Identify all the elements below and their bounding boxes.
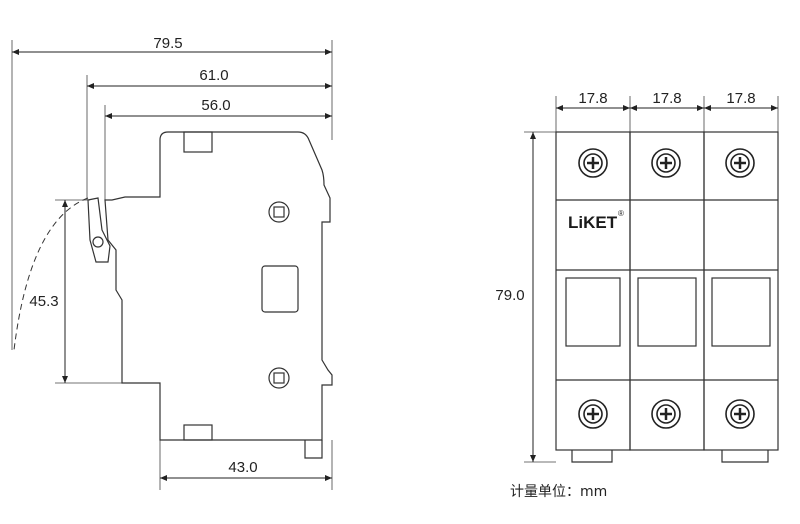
side-foot [304, 440, 323, 459]
terminal-screw-icon [725, 148, 755, 178]
dim-bottom-width-label: 43.0 [228, 459, 257, 476]
dim-front-height-label: 79.0 [495, 287, 524, 304]
dim-body-width-label: 56.0 [201, 97, 230, 114]
top-screw-square [273, 206, 285, 218]
front-view: 17.8 17.8 17.8 79.0 [495, 90, 779, 500]
side-view: 79.5 61.0 56.0 45.3 43.0 [11, 35, 333, 490]
dim-pole-3-label: 17.8 [726, 90, 755, 107]
top-screw-ring [268, 201, 290, 223]
side-top-tab [183, 131, 213, 153]
dim-rail-height-label: 45.3 [29, 293, 58, 310]
side-window [261, 265, 299, 313]
terminal-screw-icon [578, 399, 608, 429]
din-rail-clip [87, 197, 111, 263]
clip-pin [92, 236, 104, 248]
swing-arc [13, 197, 89, 351]
side-bottom-tab [183, 424, 213, 441]
side-body-outline [104, 131, 333, 441]
bottom-screw-ring [268, 367, 290, 389]
fuse-window-2 [637, 277, 697, 347]
terminal-screw-icon [578, 148, 608, 178]
registered-mark: ® [618, 209, 624, 218]
pole-3 [703, 131, 779, 451]
bottom-screw-square [273, 372, 285, 384]
dim-pole-2-label: 17.8 [652, 90, 681, 107]
terminal-screw-icon [651, 399, 681, 429]
terminal-screw-icon [725, 399, 755, 429]
terminal-screw-icon [651, 148, 681, 178]
rail-clip-3 [721, 450, 769, 463]
rail-clip-1 [571, 450, 613, 463]
unit-note: 计量单位：mm [510, 484, 607, 500]
brand-logo: LiKET [568, 213, 618, 232]
dim-overall-width-label: 79.5 [153, 35, 182, 52]
fuse-window-1 [565, 277, 621, 347]
dim-pole-1-label: 17.8 [578, 90, 607, 107]
fuse-window-3 [711, 277, 771, 347]
dim-rail-to-back-label: 61.0 [199, 67, 228, 84]
